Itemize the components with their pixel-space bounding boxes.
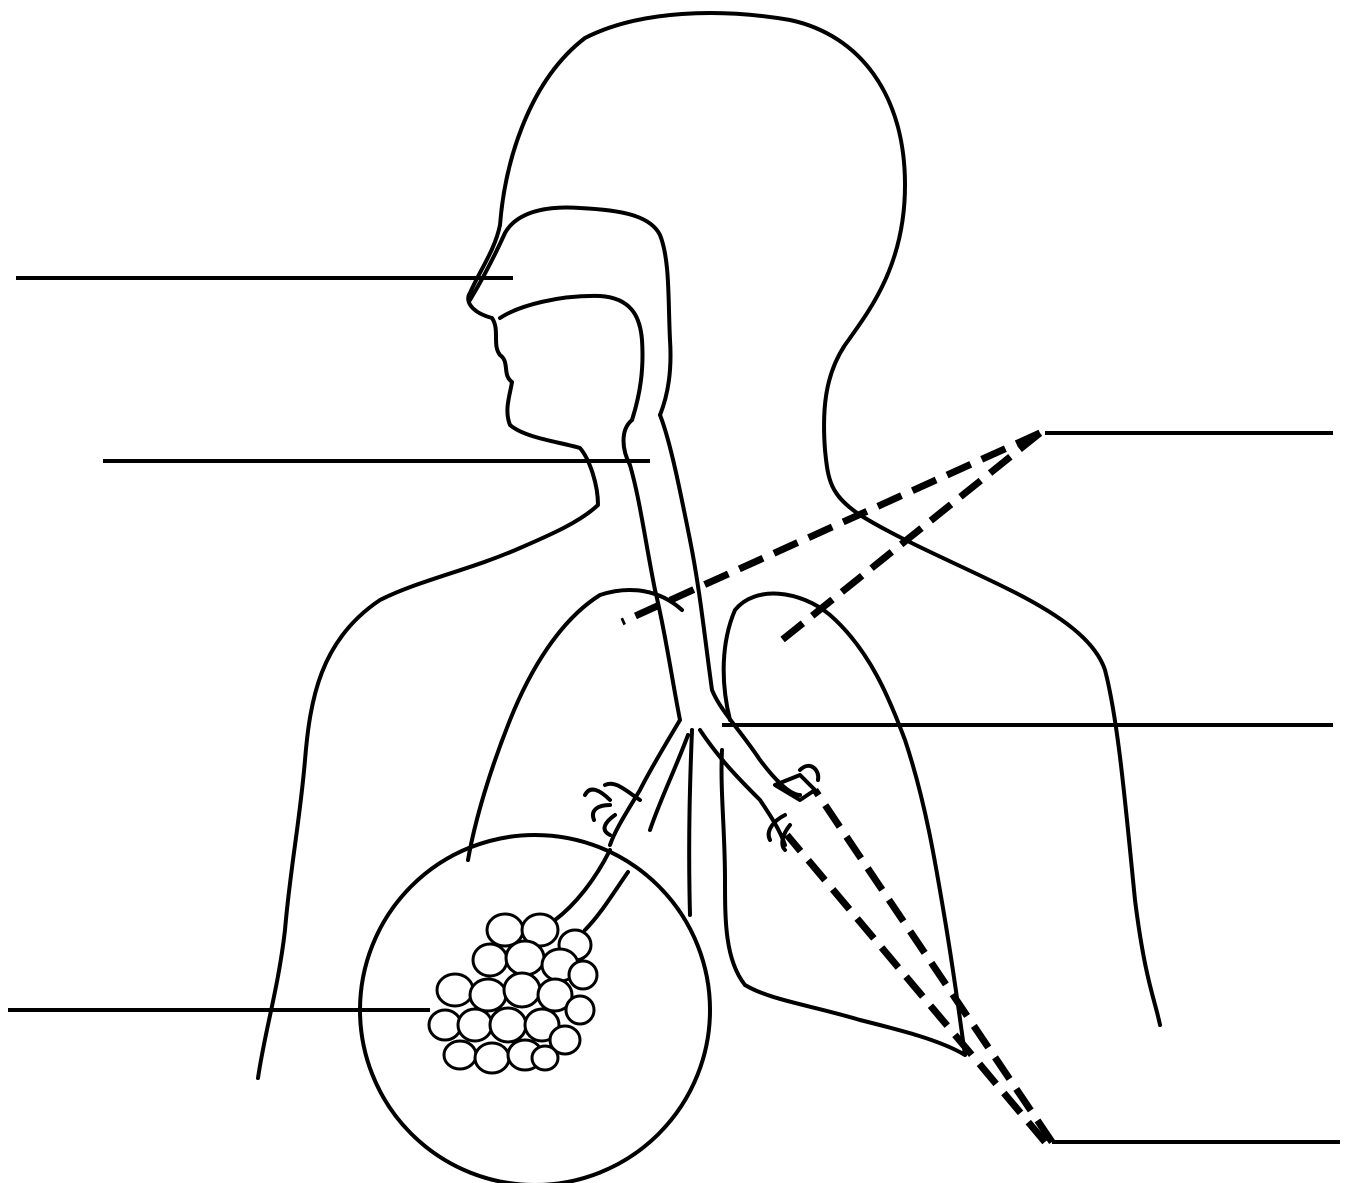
right-bronchus-inner [689,730,692,915]
pointer-lungs-right [622,433,1040,622]
alveoli-cluster [429,914,597,1073]
trachea-right-wall [660,415,800,795]
pointer-bronchioles-lower [787,835,1045,1142]
pointer-lungs-left [782,433,1040,640]
zoom-bronchiole [555,850,628,930]
pointer-bronchioles-upper [815,790,1052,1142]
bronchiole-tuft-left [585,784,640,835]
right-bronchus-outer [650,735,688,830]
left-lung-outline [722,594,965,1055]
oral-cavity [500,296,643,420]
right-lung-outline [468,590,682,860]
